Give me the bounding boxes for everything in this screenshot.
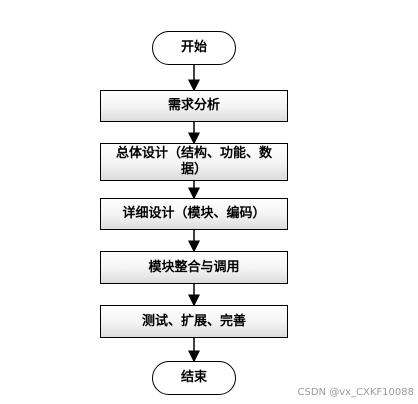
- step-label: 总体设计（结构、功能、数据）: [115, 146, 272, 177]
- step-detailed-design: 详细设计（模块、编码）: [100, 198, 288, 230]
- step-label: 需求分析: [167, 98, 220, 113]
- step-module-integration: 模块整合与调用: [100, 251, 288, 284]
- end-label: 结束: [180, 370, 207, 385]
- step-label: 模块整合与调用: [148, 259, 240, 275]
- watermark-text: CSDN @vx_CXKF10088: [297, 387, 414, 398]
- end-node: 结束: [152, 361, 236, 395]
- step-label: 测试、扩展、完善: [141, 313, 246, 329]
- step-requirements-analysis: 需求分析: [100, 90, 288, 122]
- step-overall-design: 总体设计（结构、功能、数据）: [100, 143, 288, 181]
- start-node: 开始: [152, 31, 236, 65]
- start-label: 开始: [180, 40, 207, 55]
- step-testing: 测试、扩展、完善: [100, 305, 288, 338]
- step-label: 详细设计（模块、编码）: [122, 206, 266, 221]
